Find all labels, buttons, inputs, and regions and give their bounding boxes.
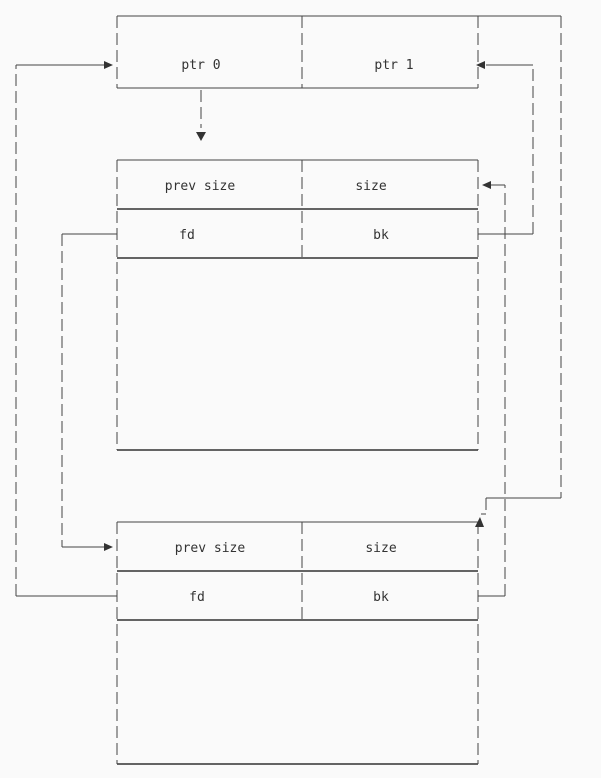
arrow-head-icon (196, 132, 206, 141)
arrow-head-icon (104, 61, 113, 69)
chunk-b-prev-size-label: prev size (175, 541, 246, 556)
chunk-a: prev size size fd bk (116, 159, 479, 451)
ptr1-to-chunk-b-arrow (475, 15, 562, 527)
ptr0-label: ptr 0 (181, 58, 220, 73)
chunk-b: prev size size fd bk (116, 521, 479, 765)
chunk-a-size-label: size (355, 179, 386, 194)
chunk-b-size-label: size (365, 541, 396, 556)
chunk-b-fd-label: fd (189, 590, 205, 605)
chunk-a-prev-size-label: prev size (165, 179, 236, 194)
arrow-head-icon (476, 61, 485, 69)
chunk-a-bk-label: bk (373, 228, 389, 243)
chunk-b-fd-to-ptr0-arrow (15, 61, 117, 597)
chunk-b-bk-to-chunk-a-arrow (478, 181, 506, 597)
arrow-head-icon (482, 181, 491, 189)
chunk-a-bk-to-ptr1-arrow (476, 61, 534, 235)
arrow-head-icon (104, 543, 113, 551)
arrow-head-icon (475, 517, 484, 527)
pointer-table: ptr 0 ptr 1 (116, 15, 479, 89)
ptr0-to-chunk-a-arrow (196, 90, 206, 141)
ptr1-label: ptr 1 (374, 58, 413, 73)
chunk-a-fd-label: fd (179, 228, 195, 243)
chunk-a-fd-to-chunk-b-arrow (61, 233, 117, 551)
chunk-b-bk-label: bk (373, 590, 389, 605)
